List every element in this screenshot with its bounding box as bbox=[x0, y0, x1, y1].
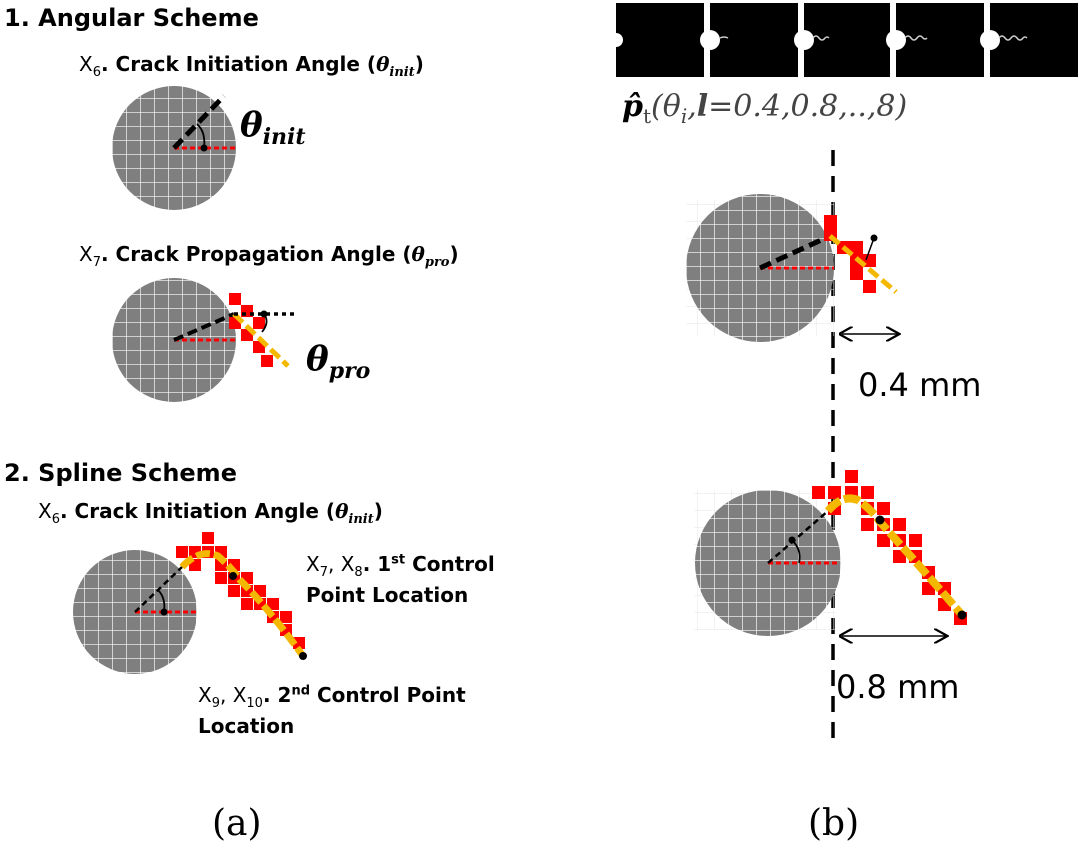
var-symbol: X bbox=[38, 499, 52, 523]
var-subscript: 7 bbox=[319, 565, 328, 580]
distance-label-0.8: 0.8 mm bbox=[836, 668, 960, 706]
ordinal-suffix: nd bbox=[291, 683, 310, 699]
label-text: . Crack Initiation Angle ( bbox=[100, 52, 377, 76]
control-point-1 bbox=[875, 515, 885, 525]
spline-path bbox=[824, 494, 966, 618]
theta-subscript: init bbox=[389, 65, 415, 80]
panel-b-caption: (b) bbox=[808, 803, 860, 844]
theta-subscript: init bbox=[262, 123, 306, 150]
label-dot: . bbox=[362, 552, 378, 576]
theta-subscript: init bbox=[348, 512, 374, 527]
prediction-formula: p̂t(θi,l=0.4,0.8,..,8) bbox=[622, 89, 908, 128]
formula-values: =0.4,0.8,..,8) bbox=[708, 89, 908, 124]
formula-subscript-i: i bbox=[680, 104, 688, 128]
strip-frame bbox=[609, 3, 704, 77]
label-text-line2: Point Location bbox=[306, 582, 469, 607]
angular-scheme-heading: 1. Angular Scheme bbox=[4, 4, 259, 32]
var-symbol: X bbox=[79, 52, 93, 76]
angular-init-theta-label: θinit bbox=[240, 108, 306, 148]
ordinal-number: 2 bbox=[277, 683, 292, 707]
theta-symbol: θ bbox=[376, 52, 390, 76]
image-strip bbox=[609, 3, 1078, 77]
angle-point bbox=[788, 536, 796, 544]
formula-subscript-t: t bbox=[642, 104, 652, 128]
formula-theta: θ bbox=[662, 89, 681, 124]
init-direction-line bbox=[173, 312, 235, 342]
distance-label-0.4: 0.4 mm bbox=[858, 366, 982, 404]
angular-pro-theta-label: θpro bbox=[306, 342, 370, 382]
theta-symbol: θ bbox=[335, 499, 349, 523]
formula-p-hat: p̂ bbox=[622, 89, 643, 124]
propagation-path bbox=[232, 312, 290, 368]
angular-init-label: X6. Crack Initiation Angle (θinit) bbox=[79, 54, 424, 79]
label-close: ) bbox=[373, 499, 383, 523]
angle-point bbox=[870, 234, 878, 242]
var-subscript: 9 bbox=[211, 696, 220, 711]
angle-point bbox=[260, 310, 268, 318]
sample-0.4mm bbox=[686, 194, 898, 342]
label-close: ) bbox=[414, 52, 424, 76]
theta-subscript: pro bbox=[424, 255, 450, 270]
label-text: Control bbox=[405, 552, 495, 576]
var-symbol: X bbox=[306, 552, 320, 576]
label-text: Control Point bbox=[310, 683, 466, 707]
sample-0.8mm bbox=[694, 470, 967, 636]
spline-init-label: X6. Crack Initiation Angle (θinit) bbox=[38, 501, 383, 526]
control-point-2 bbox=[299, 652, 307, 660]
panel-a-caption: (a) bbox=[212, 803, 262, 844]
theta-symbol: θ bbox=[240, 105, 263, 145]
var-subscript: 8 bbox=[354, 565, 363, 580]
var-subscript: 10 bbox=[246, 696, 263, 711]
angle-indicator bbox=[865, 237, 875, 261]
ordinal-number: 1 bbox=[377, 552, 392, 576]
theta-symbol: θ bbox=[306, 339, 329, 379]
strip-frame bbox=[700, 3, 798, 77]
var-separator: , X bbox=[327, 552, 355, 576]
angular-pro-sample bbox=[112, 278, 298, 402]
label-close: ) bbox=[449, 242, 459, 266]
angular-init-sample bbox=[112, 86, 238, 210]
spline-scheme-heading: 2. Spline Scheme bbox=[4, 459, 237, 487]
var-subscript: 6 bbox=[92, 65, 101, 80]
strip-frame bbox=[980, 3, 1078, 77]
crack-pixels bbox=[176, 532, 305, 649]
control-point-1 bbox=[229, 572, 237, 580]
init-direction-line bbox=[172, 94, 226, 150]
var-symbol: X bbox=[79, 242, 93, 266]
formula-comma: , bbox=[687, 89, 697, 124]
label-text: . Crack Initiation Angle ( bbox=[59, 499, 336, 523]
theta-symbol: θ bbox=[411, 242, 425, 266]
angle-point bbox=[200, 144, 208, 152]
formula-open: ( bbox=[651, 89, 663, 124]
var-symbol: X bbox=[198, 683, 212, 707]
formula-l: l bbox=[696, 89, 709, 124]
strip-frame bbox=[886, 3, 984, 77]
ordinal-suffix: st bbox=[391, 552, 406, 568]
init-direction-line bbox=[767, 510, 829, 564]
angular-pro-label: X7. Crack Propagation Angle (θpro) bbox=[79, 244, 459, 269]
theta-subscript: pro bbox=[328, 357, 371, 384]
var-subscript: 7 bbox=[92, 255, 101, 270]
angle-point bbox=[160, 608, 168, 616]
strip-frame bbox=[794, 3, 890, 77]
init-direction-line bbox=[758, 233, 832, 271]
label-text-line2: Location bbox=[198, 713, 295, 738]
label-text: . Crack Propagation Angle ( bbox=[100, 242, 412, 266]
var-subscript: 6 bbox=[51, 512, 60, 527]
spline-path bbox=[179, 550, 306, 659]
propagation-path bbox=[828, 234, 898, 294]
var-separator: , X bbox=[219, 683, 247, 707]
control-point-2-label: X9, X10. 2nd Control Point Location bbox=[198, 682, 466, 739]
control-point-1-label: X7, X8. 1st Control Point Location bbox=[306, 551, 495, 608]
label-dot: . bbox=[262, 683, 278, 707]
spline-sample bbox=[73, 532, 307, 674]
control-point-2 bbox=[957, 610, 967, 620]
